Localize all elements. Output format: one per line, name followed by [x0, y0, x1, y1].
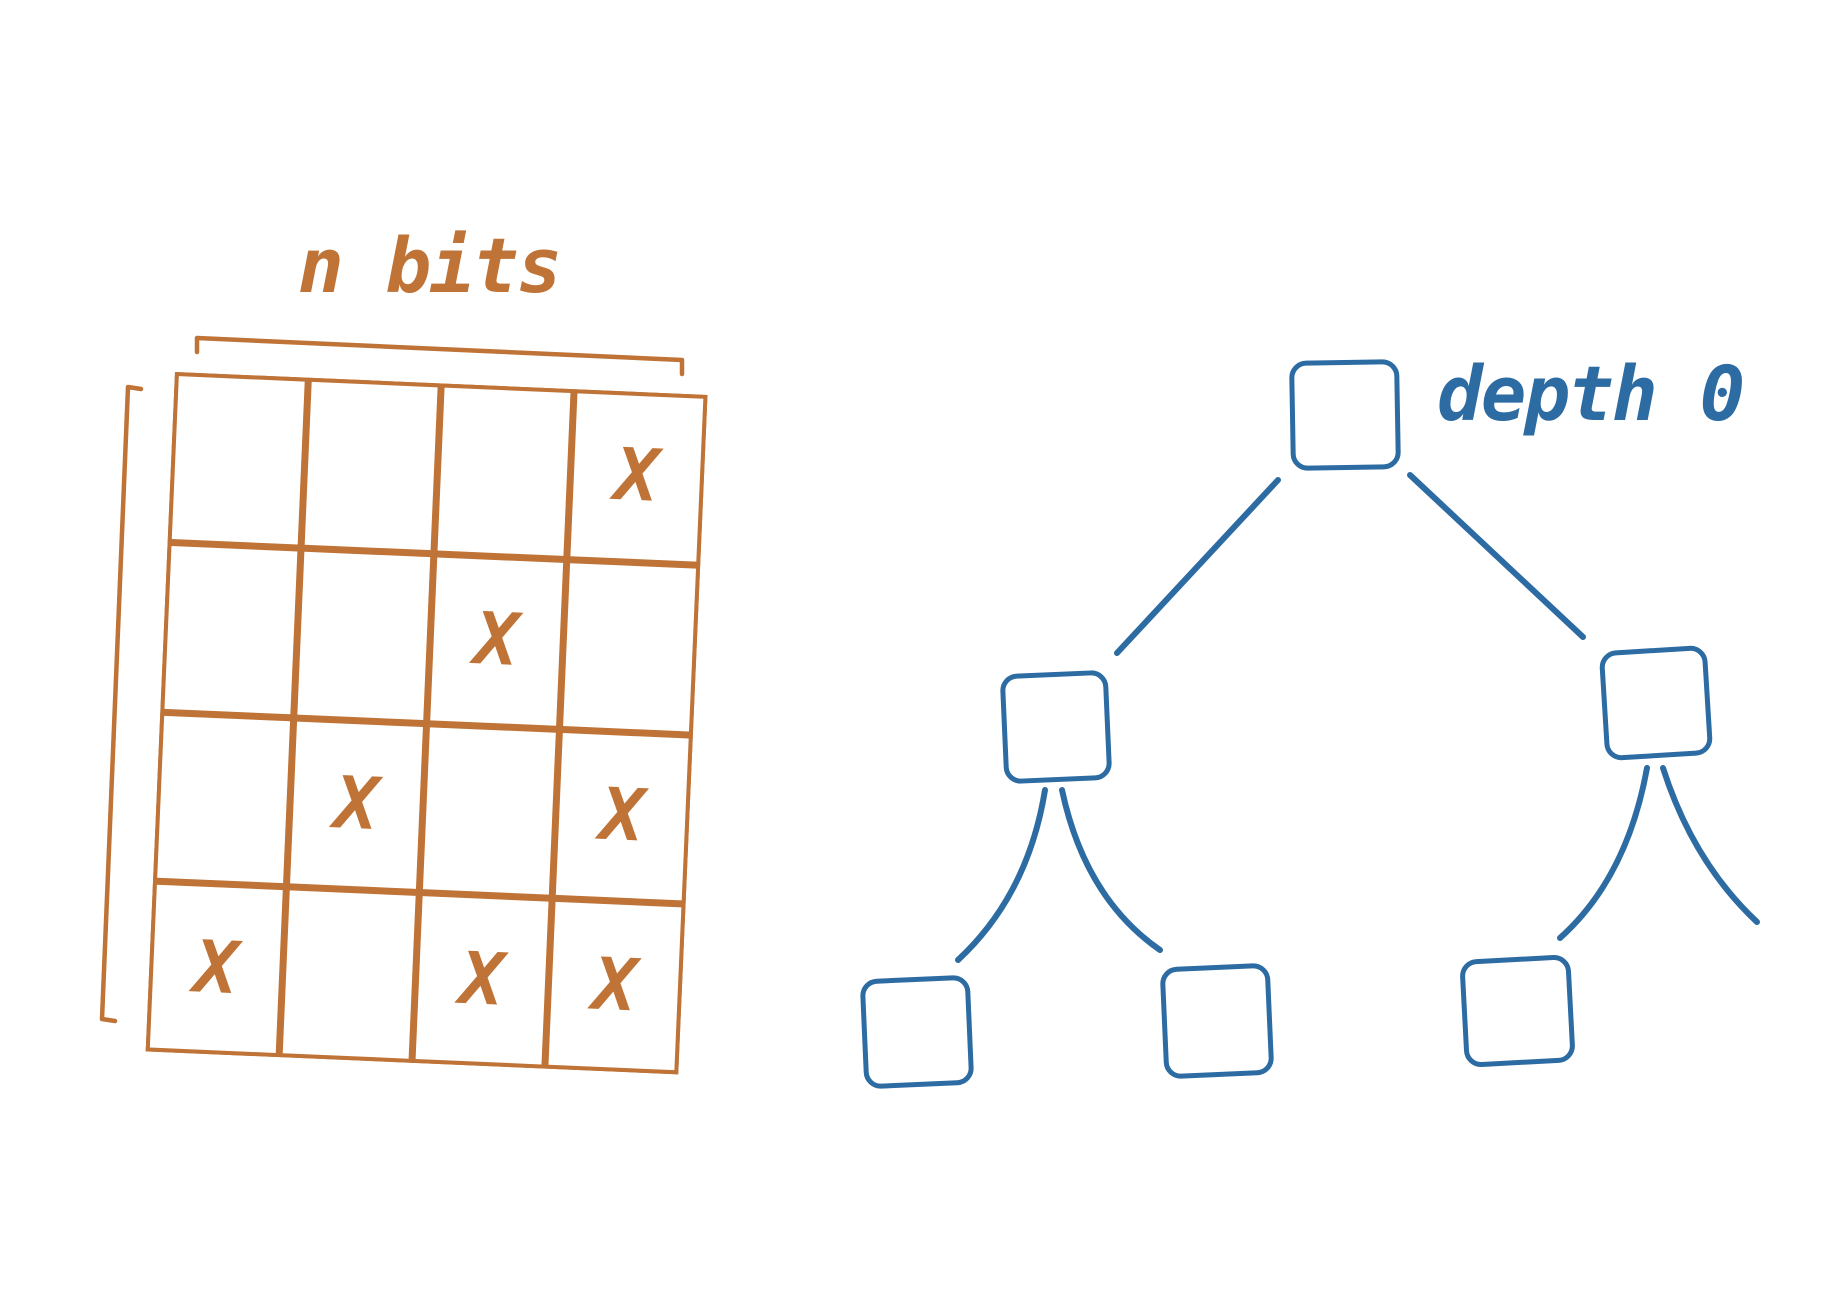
x-mark: X [192, 924, 240, 1010]
grid-cell-r2c4 [563, 562, 697, 731]
grid-cell-r4c3: X [415, 896, 549, 1065]
x-mark: X [598, 771, 646, 858]
grid-cell-r3c1 [157, 715, 291, 884]
grid-cell-r1c3 [437, 387, 571, 556]
tree-edge-root-to-left [1114, 477, 1281, 656]
x-mark: X [333, 760, 381, 846]
x-mark: X [458, 935, 506, 1022]
tree-node-left [999, 669, 1113, 785]
tree-edge-right-to-offscreen-child [1660, 765, 1760, 925]
grid-cell-r1c4: X [570, 393, 704, 562]
rows-bracket [99, 384, 144, 1024]
n-bits-bracket [194, 335, 685, 377]
grid-cell-r1c2 [304, 381, 438, 550]
depth-0-label: depth 0 [1437, 349, 1745, 438]
grid-cell-r3c2: X [290, 721, 423, 890]
grid-cell-r3c4: X [555, 732, 689, 901]
grid-cell-r3c3 [422, 726, 556, 895]
tree-node-left-left [859, 974, 975, 1090]
tree-edge-left-to-left-left [955, 787, 1048, 963]
grid-cell-r4c4: X [548, 902, 682, 1071]
tree-edge-right-to-right-left [1557, 765, 1650, 941]
tree-node-right [1598, 644, 1714, 762]
x-mark: X [591, 941, 639, 1028]
tree-node-root [1289, 359, 1401, 471]
x-mark: X [613, 432, 661, 519]
grid-cell-r4c1: X [149, 884, 283, 1053]
grid-cell-r4c2 [282, 890, 416, 1059]
grid-cell-r1c1 [171, 376, 305, 545]
tree-edge-root-to-right [1407, 472, 1586, 640]
tree-node-right-left [1459, 954, 1576, 1068]
tree-node-left-right [1159, 962, 1275, 1080]
grid-cell-r2c2 [297, 551, 431, 720]
x-mark: X [473, 596, 521, 683]
n-bits-label: n bits [298, 221, 563, 310]
grid-cell-r2c1 [164, 545, 298, 714]
grid-cell-r2c3: X [430, 557, 564, 726]
tree-edge-left-to-left-right [1059, 787, 1163, 953]
